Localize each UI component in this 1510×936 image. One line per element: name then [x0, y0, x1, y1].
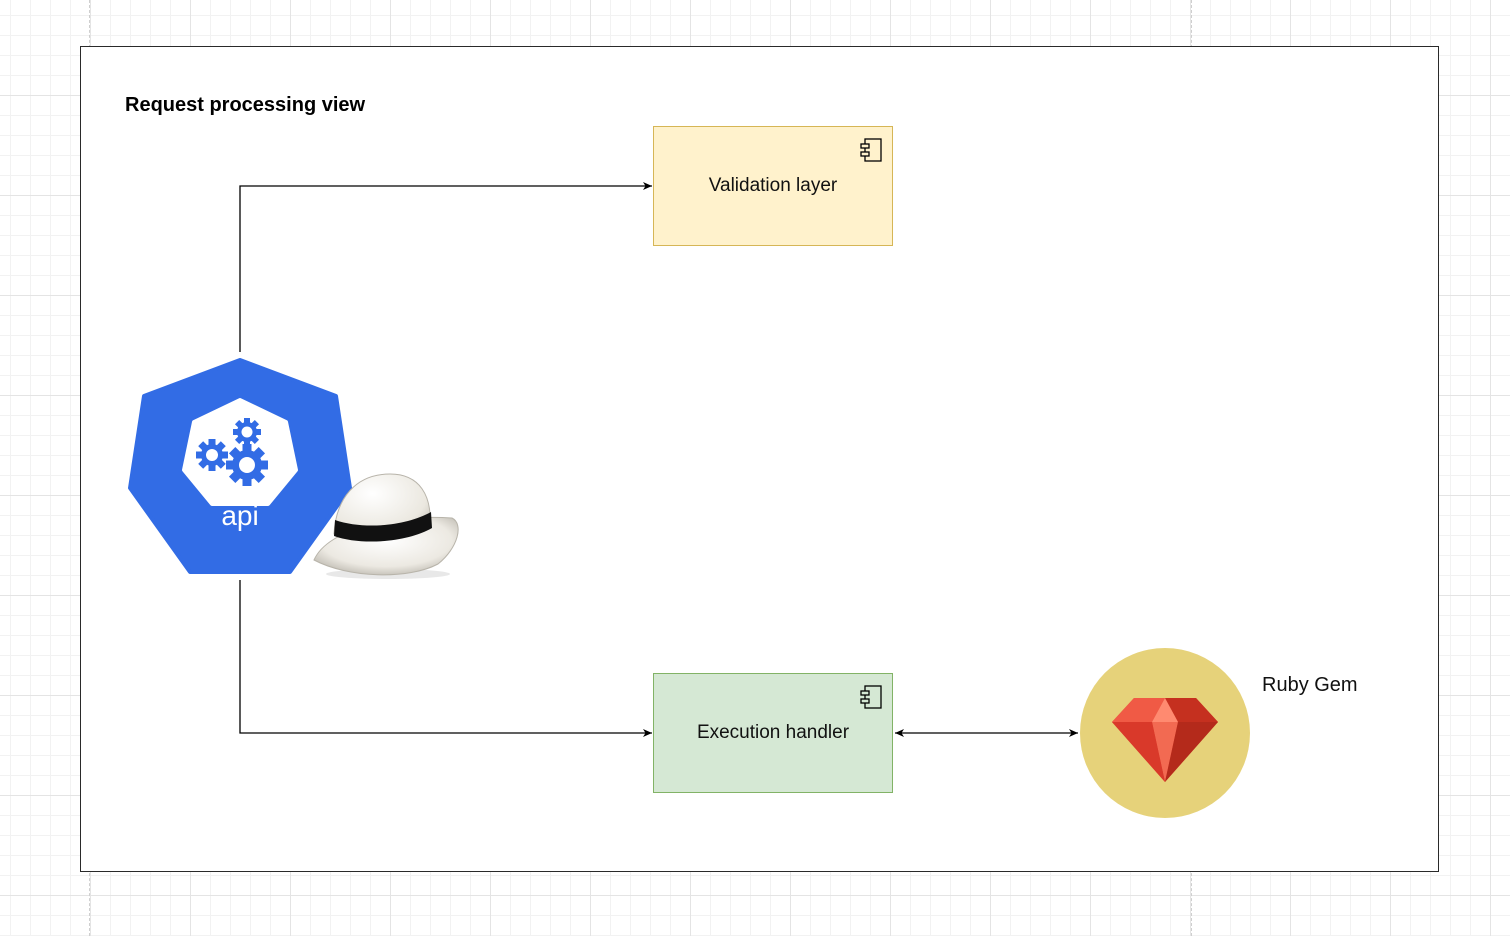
component-icon: [860, 138, 882, 162]
execution-handler-label: Execution handler: [696, 722, 850, 743]
component-icon: [860, 685, 882, 709]
edge-api-to-validation[interactable]: [239, 182, 652, 352]
api-label: api: [221, 500, 259, 531]
validation-layer-label: Validation layer: [708, 175, 838, 196]
gears-icon: [196, 418, 268, 486]
execution-handler-component[interactable]: Execution handler: [653, 673, 893, 793]
ruby-gem-label: Ruby Gem: [1262, 674, 1358, 696]
fedora-hat-icon[interactable]: [308, 468, 462, 580]
diagram-title[interactable]: Request processing view: [125, 94, 366, 116]
ruby-gem-icon[interactable]: [1078, 646, 1252, 820]
kubernetes-api-icon[interactable]: [128, 358, 352, 576]
validation-layer-component[interactable]: Validation layer: [653, 126, 893, 246]
edge-api-to-execution[interactable]: [239, 580, 652, 737]
